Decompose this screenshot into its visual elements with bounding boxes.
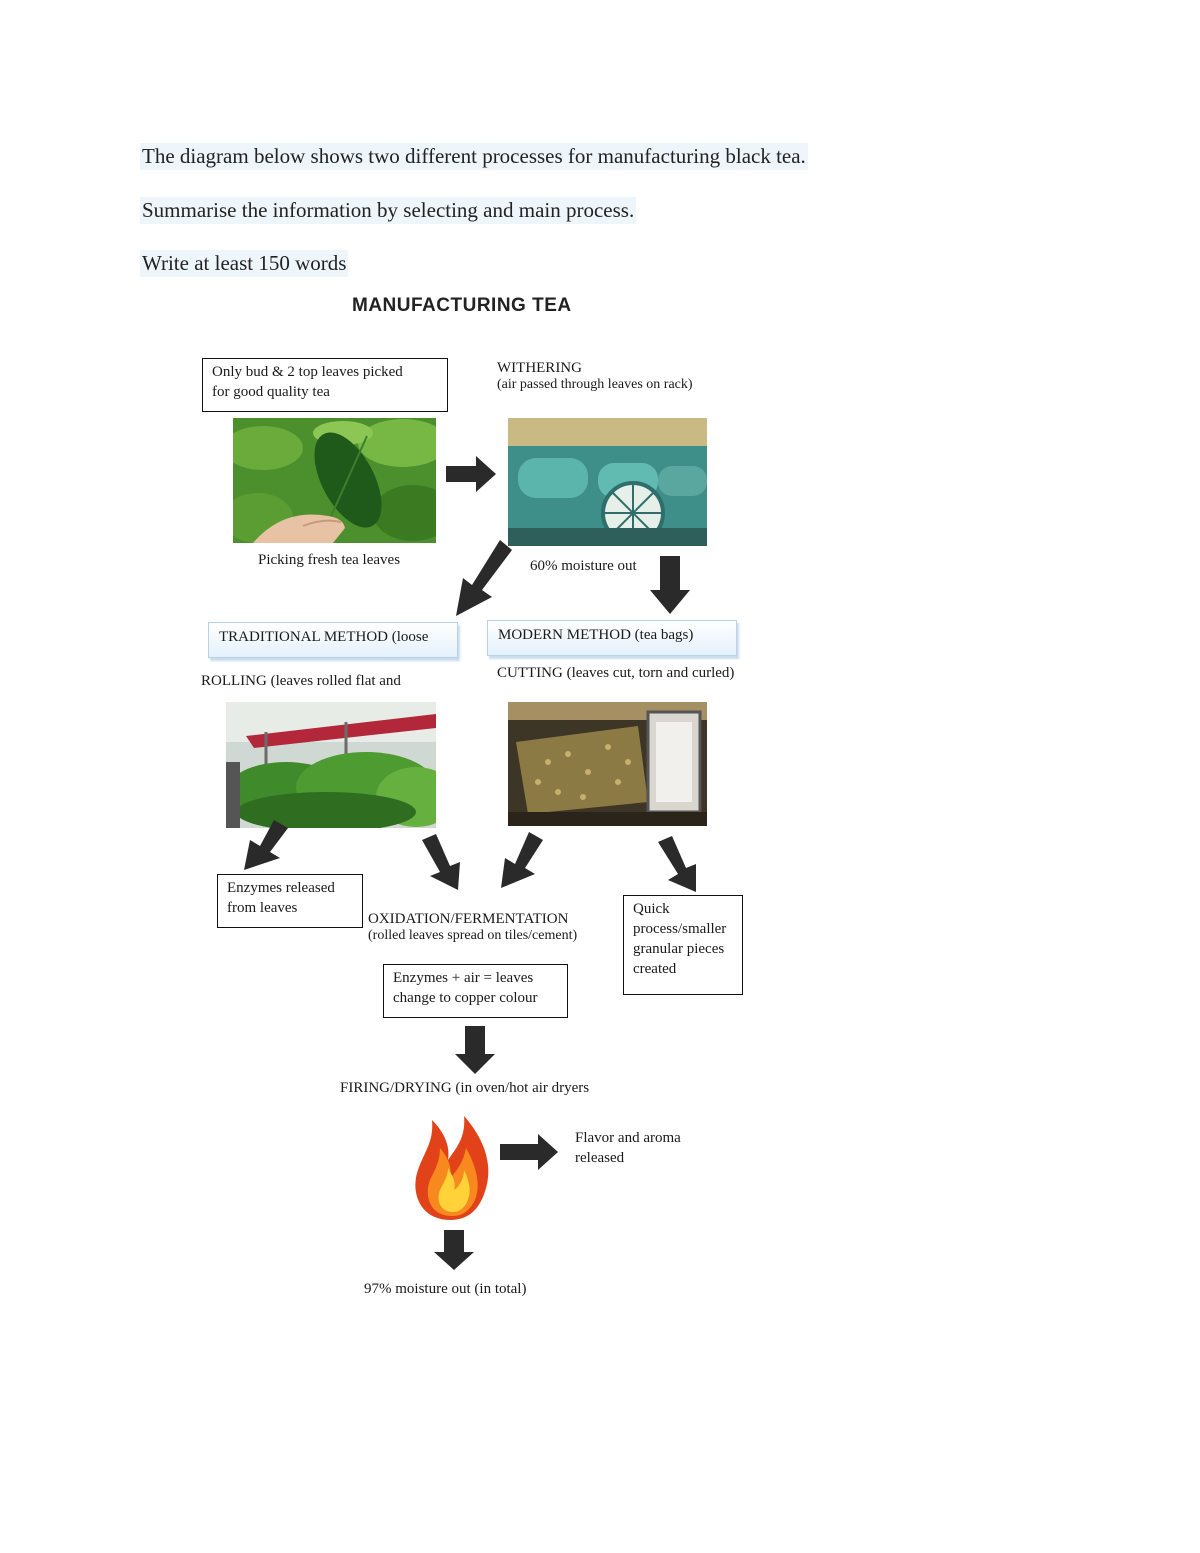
- quick-process-line-2: process/smaller: [633, 921, 727, 937]
- final-moisture-caption: 97% moisture out (in total): [364, 1281, 527, 1297]
- picking-note-line-2: for good quality tea: [212, 384, 330, 400]
- firing-label: FIRING/DRYING (in oven/hot air dryers: [340, 1080, 590, 1096]
- quick-process-line-1: Quick: [633, 901, 670, 917]
- prompt-line-2: Summarise the information by selecting a…: [140, 197, 637, 224]
- flavor-note-line-1: Flavor and aroma: [575, 1130, 681, 1146]
- prompt-line-1: The diagram below shows two different pr…: [140, 143, 808, 170]
- withering-detail: (air passed through leaves on rack): [497, 377, 693, 392]
- enzymes-released-line-2: from leaves: [227, 900, 298, 916]
- arrow-right-icon: [446, 456, 496, 492]
- withering-title: WITHERING: [497, 360, 582, 376]
- picking-note-line-1: Only bud & 2 top leaves picked: [212, 364, 403, 380]
- enzymes-air-line-1: Enzymes + air = leaves: [393, 970, 534, 986]
- enzymes-air-box: Enzymes + air = leaves change to copper …: [383, 964, 568, 1018]
- arrow-down-left-icon: [456, 540, 512, 616]
- cutting-machine-photo: [508, 702, 707, 826]
- oxidation-label: OXIDATION/FERMENTATION (rolled leaves sp…: [368, 911, 577, 944]
- modern-method-header: MODERN METHOD (tea bags): [487, 620, 737, 656]
- withering-fan-photo: [508, 418, 707, 546]
- quick-process-line-3: granular pieces: [633, 941, 725, 957]
- oxidation-detail: (rolled leaves spread on tiles/cement): [368, 928, 578, 943]
- rolling-machine-photo: [226, 702, 436, 828]
- withering-label: WITHERING (air passed through leaves on …: [497, 360, 693, 393]
- arrow-to-oxidation-right-icon: [501, 832, 543, 888]
- arrow-to-flavor-icon: [500, 1134, 558, 1170]
- flavor-note-line-2: released: [575, 1150, 625, 1166]
- arrow-to-oxidation-left-icon: [422, 834, 460, 890]
- arrow-to-firing-icon: [455, 1026, 495, 1074]
- quick-process-box: Quick process/smaller granular pieces cr…: [623, 895, 743, 995]
- arrow-to-quick-process-icon: [658, 836, 696, 892]
- arrow-to-final-icon: [434, 1230, 474, 1270]
- rolling-label: ROLLING (leaves rolled flat and: [201, 673, 401, 689]
- tea-leaf-photo: [233, 418, 436, 543]
- quick-process-line-4: created: [633, 961, 677, 977]
- arrow-to-enzymes-icon: [244, 820, 288, 870]
- withering-caption: 60% moisture out: [530, 558, 637, 574]
- picking-caption: Picking fresh tea leaves: [258, 552, 401, 568]
- enzymes-released-box: Enzymes released from leaves: [217, 874, 363, 928]
- cutting-label: CUTTING (leaves cut, torn and curled): [497, 665, 735, 681]
- flame-icon: [415, 1116, 489, 1220]
- flavor-note: Flavor and aroma released: [575, 1128, 681, 1168]
- prompt-line-3: Write at least 150 words: [140, 250, 349, 277]
- diagram-title: MANUFACTURING TEA: [352, 295, 572, 316]
- traditional-method-header: TRADITIONAL METHOD (loose: [208, 622, 458, 658]
- enzymes-released-line-1: Enzymes released: [227, 880, 335, 896]
- picking-note-box: Only bud & 2 top leaves picked for good …: [202, 358, 448, 412]
- oxidation-title: OXIDATION/FERMENTATION: [368, 911, 569, 927]
- arrow-down-icon: [650, 556, 690, 614]
- enzymes-air-line-2: change to copper colour: [393, 990, 538, 1006]
